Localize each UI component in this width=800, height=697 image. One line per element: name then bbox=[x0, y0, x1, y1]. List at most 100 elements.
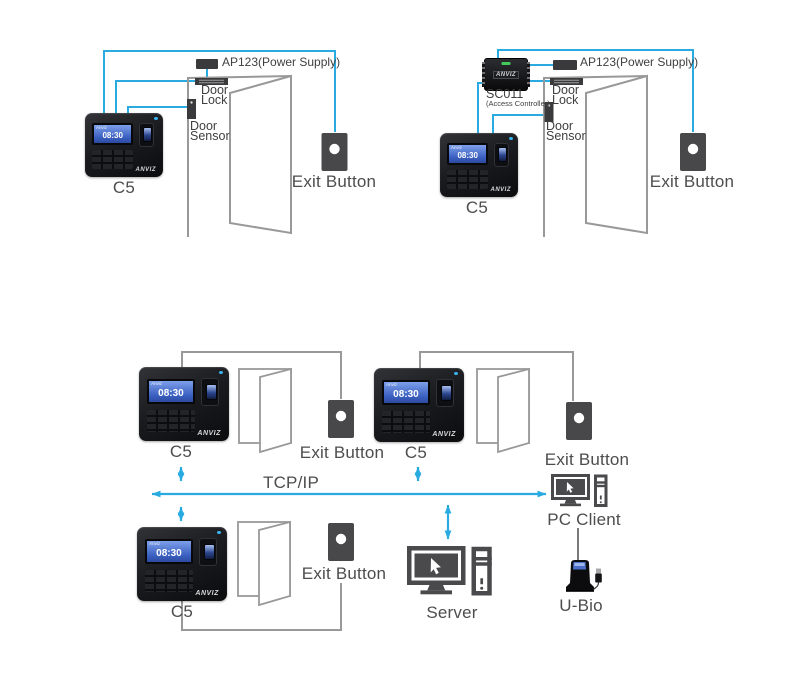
usb-plug-body bbox=[595, 573, 602, 583]
c5-terminal: Anviz 08:30 ANVIZ bbox=[139, 367, 229, 441]
ap123-label: AP123(Power Supply) bbox=[580, 55, 699, 69]
tcpip-label: TCP/IP bbox=[263, 473, 319, 492]
c5-fingerprint-sensor bbox=[493, 142, 510, 167]
terminal-pins-left bbox=[482, 62, 485, 87]
c5-screen-time: 08:30 bbox=[457, 150, 478, 160]
c5-keypad bbox=[382, 410, 430, 434]
c5-screen-title: Anviz bbox=[151, 380, 163, 386]
c5-screen: Anviz 08:30 bbox=[447, 143, 489, 165]
right-diagram-wires bbox=[477, 49, 694, 140]
exit-button-device bbox=[328, 523, 354, 561]
c5-screen-time: 08:30 bbox=[393, 388, 419, 400]
usb-cable bbox=[593, 582, 600, 590]
power-supply-device bbox=[196, 59, 218, 69]
exit-button-device bbox=[321, 133, 348, 171]
exit-button-label: Exit Button bbox=[649, 172, 735, 191]
c5-keypad bbox=[145, 569, 193, 593]
door-sensor-device bbox=[187, 99, 196, 119]
sc011-controller: ANVIZ bbox=[482, 58, 530, 91]
sc011-led bbox=[501, 62, 511, 65]
pc-client-icon bbox=[551, 474, 609, 508]
wire-c5-exit-button bbox=[103, 50, 336, 132]
ubio-label: U-Bio bbox=[559, 596, 603, 615]
c5-label: C5 bbox=[112, 178, 136, 197]
c5-fingerprint-sensor bbox=[436, 379, 455, 408]
exit-button-device bbox=[566, 402, 592, 440]
c5-sensor-window bbox=[497, 147, 508, 162]
tcpip-bus bbox=[151, 466, 547, 540]
c5-brand-logo: ANVIZ bbox=[197, 429, 221, 437]
c5-screen-title: Anviz bbox=[96, 125, 108, 131]
wire-c5-3-exit-button bbox=[181, 583, 342, 631]
c5-brand-logo: ANVIZ bbox=[195, 589, 219, 597]
c5-status-led bbox=[216, 531, 221, 535]
wire-c5-door-lock bbox=[115, 80, 195, 120]
c5-brand-logo: ANVIZ bbox=[432, 430, 456, 438]
c5-status-led bbox=[508, 136, 513, 140]
c5-label: C5 bbox=[170, 602, 194, 621]
c5-terminal: Anviz 08:30 ANVIZ bbox=[137, 527, 227, 601]
door-illustration bbox=[476, 368, 530, 453]
c5-terminal: Anviz 08:30 ANVIZ bbox=[440, 133, 518, 197]
exit-button-label: Exit Button bbox=[299, 443, 385, 462]
door-lock-label: Door Lock bbox=[552, 83, 580, 107]
c5-sensor-window bbox=[203, 543, 215, 560]
c5-fingerprint-sensor bbox=[201, 378, 220, 407]
c5-screen-time: 08:30 bbox=[102, 130, 123, 140]
c5-screen-title: Anviz bbox=[149, 540, 161, 546]
c5-fingerprint-sensor bbox=[199, 538, 218, 567]
c5-screen-time: 08:30 bbox=[156, 547, 182, 559]
c5-sensor-window bbox=[205, 383, 217, 400]
server-icon bbox=[409, 548, 492, 594]
c5-brand-logo: ANVIZ bbox=[135, 167, 156, 174]
c5-fingerprint-sensor bbox=[138, 122, 155, 147]
power-supply-device bbox=[553, 60, 577, 70]
exit-button-device bbox=[328, 400, 354, 438]
ubio-reader-icon bbox=[566, 560, 602, 592]
exit-button-label: Exit Button bbox=[544, 450, 630, 469]
server-label: Server bbox=[426, 603, 478, 622]
wire-c5-sc011 bbox=[477, 82, 484, 140]
pc-client-label: PC Client bbox=[547, 510, 621, 529]
c5-sensor-window bbox=[142, 127, 153, 142]
c5-terminal: Anviz 08:30 ANVIZ bbox=[374, 368, 464, 442]
wire-c5-1-exit-button bbox=[181, 351, 342, 399]
c5-keypad bbox=[447, 170, 489, 190]
c5-keypad bbox=[147, 409, 195, 433]
wire-c5-door-sensor bbox=[492, 114, 545, 140]
c5-sensor-window bbox=[440, 384, 452, 401]
c5-screen-time: 08:30 bbox=[158, 387, 184, 399]
ubio-body bbox=[566, 560, 594, 592]
sc011-sub-label: (Access Controller) bbox=[486, 99, 550, 108]
c5-label: C5 bbox=[465, 198, 489, 217]
c5-status-led bbox=[153, 116, 158, 120]
c5-status-led bbox=[453, 372, 458, 376]
terminal-pins-right bbox=[527, 62, 530, 87]
door-illustration bbox=[238, 368, 292, 453]
door-lock-device bbox=[550, 78, 583, 85]
door-lock-device bbox=[195, 78, 228, 85]
sc011-label: SC011 bbox=[486, 87, 524, 101]
c5-screen: Anviz 08:30 bbox=[382, 379, 430, 405]
c5-brand-logo: ANVIZ bbox=[490, 187, 511, 194]
door-lock-label: Door Lock bbox=[201, 83, 229, 107]
c5-screen: Anviz 08:30 bbox=[92, 123, 134, 145]
door-sensor-device bbox=[544, 102, 554, 122]
c5-status-led bbox=[218, 371, 223, 375]
door-sensor-label: Door Sensor bbox=[546, 119, 586, 143]
exit-button-label: Exit Button bbox=[291, 172, 377, 191]
door-sensor-label: Door Sensor bbox=[190, 119, 230, 143]
exit-button-device bbox=[680, 133, 706, 171]
c5-label: C5 bbox=[169, 442, 193, 461]
c5-keypad bbox=[92, 150, 134, 170]
ap123-label: AP123(Power Supply) bbox=[222, 55, 341, 69]
wire-c5-2-exit-button bbox=[419, 351, 574, 401]
c5-screen-title: Anviz bbox=[451, 145, 463, 151]
c5-terminal: Anviz 08:30 ANVIZ bbox=[85, 113, 163, 177]
exit-button-label: Exit Button bbox=[301, 564, 387, 583]
c5-label: C5 bbox=[404, 443, 428, 462]
door-illustration bbox=[237, 521, 291, 606]
c5-screen: Anviz 08:30 bbox=[147, 378, 195, 404]
